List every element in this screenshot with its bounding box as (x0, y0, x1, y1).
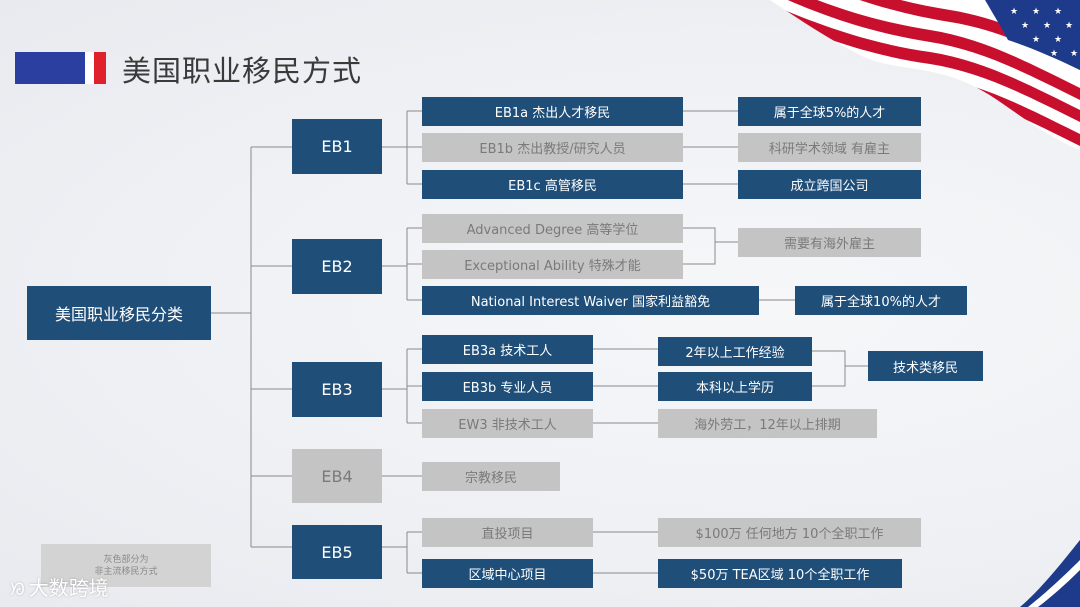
svg-text:★: ★ (1032, 35, 1040, 45)
eb3a-note: 2年以上工作经验 (658, 337, 812, 366)
wechat-logo-icon: ᘞ (10, 580, 25, 600)
flag-corner-icon (1020, 540, 1080, 607)
us-flag-icon: ★★★ ★★★ ★★ ★★ (770, 0, 1080, 150)
watermark-text: 大数跨境 (28, 576, 109, 600)
eb5-direct-note: $100万 任何地方 10个全职工作 (658, 518, 921, 547)
eb1c-note: 成立跨国公司 (738, 170, 921, 199)
eb1b-note: 科研学术领域 有雇主 (738, 133, 921, 162)
node-eb4: EB4 (292, 449, 382, 503)
legend-line-2: 非主流移民方式 (94, 566, 158, 577)
legend-note: 灰色部分为 非主流移民方式 (41, 544, 211, 587)
eb3b-box: EB3b 专业人员 (422, 372, 593, 401)
eb5-regional-box: 区域中心项目 (422, 559, 593, 588)
node-eb3: EB3 (292, 362, 382, 417)
svg-text:★: ★ (1050, 49, 1058, 59)
eb1a-box: EB1a 杰出人才移民 (422, 97, 683, 126)
eb2-niw-note: 属于全球10%的人才 (795, 286, 967, 315)
svg-text:★: ★ (1070, 49, 1078, 59)
legend-line-1: 灰色部分为 (103, 554, 149, 565)
eb3c-note: 海外劳工，12年以上排期 (658, 409, 877, 438)
eb2-niw-box: National Interest Waiver 国家利益豁免 (422, 286, 759, 315)
title-flag-blue (15, 52, 85, 84)
eb2-shared-note: 需要有海外雇主 (738, 228, 921, 257)
eb1b-box: EB1b 杰出教授/研究人员 (422, 133, 683, 162)
root-node: 美国职业移民分类 (27, 286, 211, 340)
svg-text:★: ★ (1054, 7, 1062, 17)
svg-text:★: ★ (1043, 21, 1051, 31)
svg-text:★: ★ (1054, 35, 1062, 45)
svg-text:★: ★ (1021, 21, 1029, 31)
svg-text:★: ★ (1010, 7, 1018, 17)
eb5-direct-box: 直投项目 (422, 518, 593, 547)
eb1c-box: EB1c 高管移民 (422, 170, 683, 199)
title-flag-red (94, 52, 106, 84)
node-eb5: EB5 (292, 525, 382, 579)
svg-text:★: ★ (1065, 21, 1073, 31)
title-flag-white (85, 52, 94, 84)
eb3a-box: EB3a 技术工人 (422, 335, 593, 364)
page-title: 美国职业移民方式 (122, 54, 363, 88)
eb2-advanced-box: Advanced Degree 高等学位 (422, 214, 683, 243)
eb4-religious-box: 宗教移民 (422, 462, 560, 491)
eb3-shared-note: 技术类移民 (868, 351, 983, 381)
eb1a-note: 属于全球5%的人才 (738, 97, 921, 126)
eb3c-box: EW3 非技术工人 (422, 409, 593, 438)
node-eb1: EB1 (292, 119, 382, 174)
eb5-regional-note: $50万 TEA区域 10个全职工作 (658, 559, 902, 588)
eb3b-note: 本科以上学历 (658, 372, 812, 401)
eb2-exceptional-box: Exceptional Ability 特殊才能 (422, 250, 683, 279)
svg-text:★: ★ (1032, 7, 1040, 17)
node-eb2: EB2 (292, 239, 382, 294)
